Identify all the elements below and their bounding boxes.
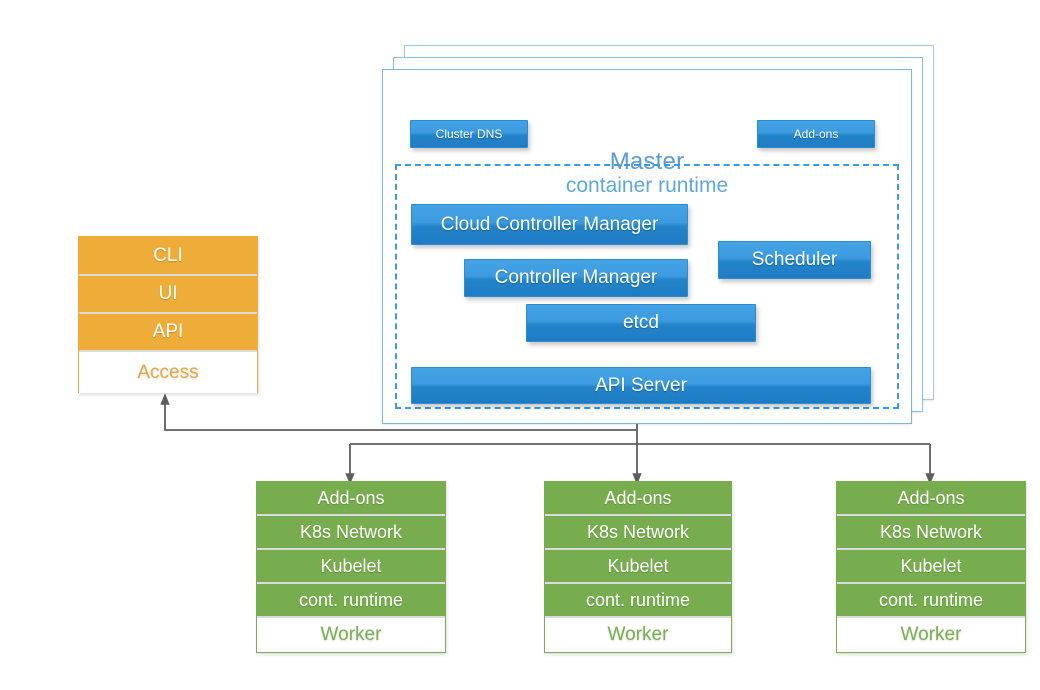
worker-1-band-kubelet-label: Kubelet: [320, 555, 382, 576]
access-stack: CLI UI API Access: [78, 236, 258, 393]
access-band-cli-label: CLI: [153, 244, 183, 266]
controller-manager-box[interactable]: Controller Manager: [464, 259, 688, 297]
worker-1-footer-text: Worker: [320, 624, 382, 645]
band-separator: [79, 312, 257, 314]
master-addons-box[interactable]: Add-ons: [757, 120, 875, 148]
worker-2-footer-text: Worker: [607, 624, 669, 645]
master-title: Master: [609, 148, 685, 175]
worker-1-band-add-ons[interactable]: Add-ons: [257, 482, 445, 514]
access-footer-text: Access: [137, 361, 199, 383]
worker-2-band-kubelet[interactable]: Kubelet: [545, 550, 731, 582]
cluster-dns-box[interactable]: Cluster DNS: [410, 120, 528, 148]
band-separator: [837, 616, 1025, 618]
scheduler-label: Scheduler: [751, 249, 838, 270]
band-separator: [545, 616, 731, 618]
access-band-cli[interactable]: CLI: [79, 237, 257, 274]
band-separator: [545, 582, 731, 584]
container-runtime-title: container runtime: [565, 174, 729, 197]
band-separator: [837, 514, 1025, 516]
worker-node-3: Add-ons K8s Network Kubelet cont. runtim…: [836, 481, 1026, 653]
worker-1-band-k8s-network[interactable]: K8s Network: [257, 516, 445, 548]
access-footer-label: Access: [79, 352, 257, 393]
worker-1-band-kubelet[interactable]: Kubelet: [257, 550, 445, 582]
cloud-controller-manager-label: Cloud Controller Manager: [440, 213, 659, 235]
worker-3-footer-text: Worker: [900, 624, 962, 645]
band-separator: [257, 514, 445, 516]
controller-manager-label: Controller Manager: [494, 267, 658, 288]
scheduler-box[interactable]: Scheduler: [718, 241, 871, 279]
worker-3-band-k8s-network[interactable]: K8s Network: [837, 516, 1025, 548]
worker-node-2: Add-ons K8s Network Kubelet cont. runtim…: [544, 481, 732, 653]
worker-3-band-add-ons-label: Add-ons: [897, 487, 965, 508]
band-separator: [79, 274, 257, 276]
worker-3-band-cont-runtime[interactable]: cont. runtime: [837, 584, 1025, 616]
band-separator: [79, 350, 257, 352]
cloud-controller-manager-box[interactable]: Cloud Controller Manager: [411, 204, 688, 245]
worker-3-band-k8s-network-label: K8s Network: [879, 521, 983, 542]
band-separator: [257, 548, 445, 550]
master-addons-label: Add-ons: [793, 127, 839, 141]
worker-3-band-cont-runtime-label: cont. runtime: [878, 589, 984, 610]
worker-1-band-add-ons-label: Add-ons: [317, 487, 385, 508]
worker-2-band-k8s-network[interactable]: K8s Network: [545, 516, 731, 548]
access-band-api-label: API: [152, 321, 184, 342]
worker-2-band-add-ons[interactable]: Add-ons: [545, 482, 731, 514]
worker-3-band-add-ons[interactable]: Add-ons: [837, 482, 1025, 514]
worker-node-1: Add-ons K8s Network Kubelet cont. runtim…: [256, 481, 446, 653]
band-separator: [837, 548, 1025, 550]
band-separator: [257, 582, 445, 584]
worker-1-band-k8s-network-label: K8s Network: [299, 521, 403, 542]
container-runtime-region: container runtime: [395, 164, 899, 409]
band-separator: [837, 582, 1025, 584]
access-band-ui[interactable]: UI: [79, 276, 257, 312]
worker-2-band-cont-runtime[interactable]: cont. runtime: [545, 584, 731, 616]
band-separator: [545, 548, 731, 550]
worker-2-band-add-ons-label: Add-ons: [604, 487, 672, 508]
worker-2-footer-label: Worker: [545, 618, 731, 652]
api-server-box[interactable]: API Server: [411, 367, 871, 404]
band-separator: [257, 616, 445, 618]
etcd-box[interactable]: etcd: [526, 304, 756, 342]
worker-1-footer-label: Worker: [257, 618, 445, 652]
worker-2-band-cont-runtime-label: cont. runtime: [585, 589, 691, 610]
access-band-api[interactable]: API: [79, 314, 257, 350]
worker-3-footer-label: Worker: [837, 618, 1025, 652]
cluster-dns-label: Cluster DNS: [435, 127, 503, 141]
worker-2-band-kubelet-label: Kubelet: [607, 555, 669, 576]
worker-1-band-cont-runtime[interactable]: cont. runtime: [257, 584, 445, 616]
api-server-label: API Server: [595, 374, 687, 396]
worker-3-band-kubelet[interactable]: Kubelet: [837, 550, 1025, 582]
worker-2-band-k8s-network-label: K8s Network: [586, 521, 690, 542]
access-band-ui-label: UI: [158, 283, 178, 304]
band-separator: [545, 514, 731, 516]
worker-1-band-cont-runtime-label: cont. runtime: [298, 589, 404, 610]
worker-3-band-kubelet-label: Kubelet: [900, 555, 962, 576]
master-frame: Master Cluster DNS Add-ons container run…: [382, 69, 912, 424]
etcd-label: etcd: [623, 312, 659, 333]
